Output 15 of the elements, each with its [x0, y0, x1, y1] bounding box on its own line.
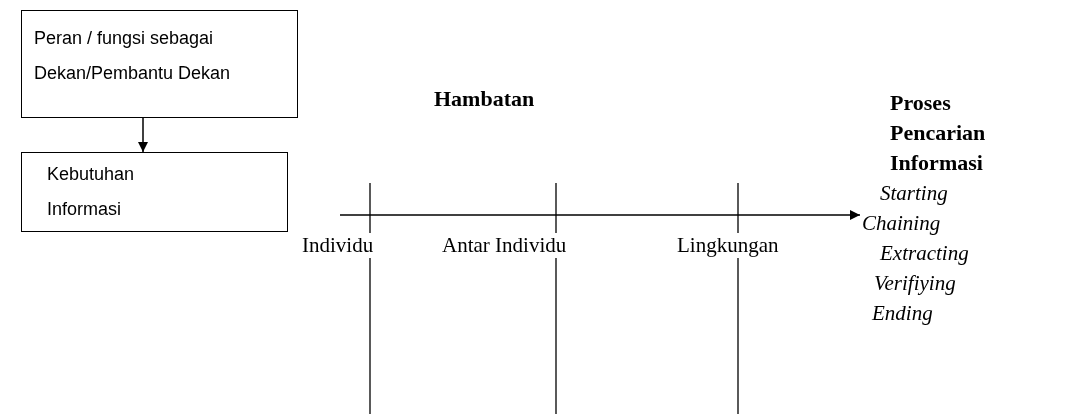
step-text: Ending [872, 300, 933, 327]
box-text: Peran / fungsi sebagai Dekan/Pembantu Dekan [34, 27, 232, 85]
process-box [21, 152, 288, 232]
step-text: Starting [880, 180, 948, 207]
process-box [21, 10, 298, 118]
step-text: Verifiying [874, 270, 956, 297]
step-text: Extracting [880, 240, 969, 267]
category-label: Lingkungan [675, 233, 781, 258]
category-label: Antar Individu [440, 233, 569, 258]
heading-text: Proses Pencarian Informasi [890, 89, 987, 177]
category-label: Individu [300, 233, 376, 258]
box-text: Kebutuhan Informasi [47, 163, 136, 221]
arrow [339, 209, 861, 221]
arrow [137, 117, 149, 153]
step-text: Chaining [862, 210, 941, 237]
